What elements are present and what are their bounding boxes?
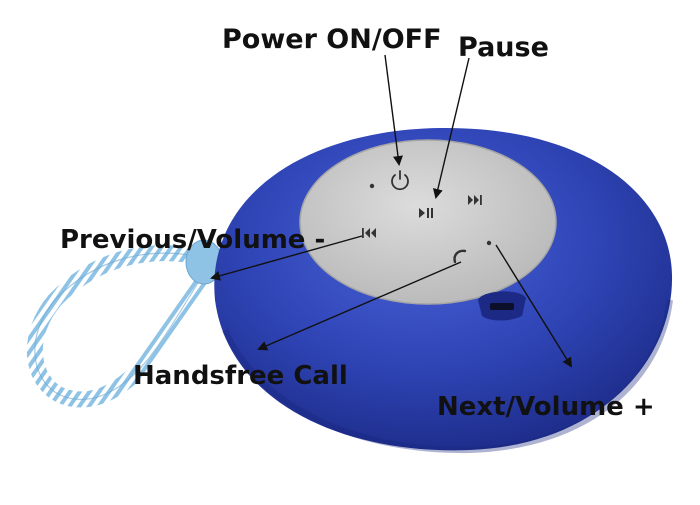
- label-power: Power ON/OFF: [222, 24, 442, 55]
- phone-icon[interactable]: [453, 249, 467, 264]
- arrow-next: [495, 244, 573, 368]
- next-track-icon[interactable]: [468, 195, 482, 205]
- arrow-power: [384, 54, 403, 166]
- label-next-volume-up: Next/Volume +: [437, 392, 655, 422]
- previous-track-icon[interactable]: [362, 228, 376, 238]
- label-pause: Pause: [458, 32, 549, 63]
- label-handsfree-call: Handsfree Call: [133, 361, 348, 391]
- callout-arrows: [210, 54, 573, 368]
- indicator-dot: [486, 240, 492, 246]
- power-icon[interactable]: [391, 170, 409, 191]
- arrow-previous: [210, 235, 363, 281]
- label-previous-volume-down: Previous/Volume -: [60, 225, 326, 255]
- play-pause-icon[interactable]: [419, 208, 433, 218]
- indicator-dot: [369, 183, 375, 189]
- arrow-pause: [432, 57, 470, 199]
- control-panel: [299, 139, 557, 305]
- arrow-handsfree: [257, 261, 462, 351]
- micro-usb-port: [478, 291, 526, 321]
